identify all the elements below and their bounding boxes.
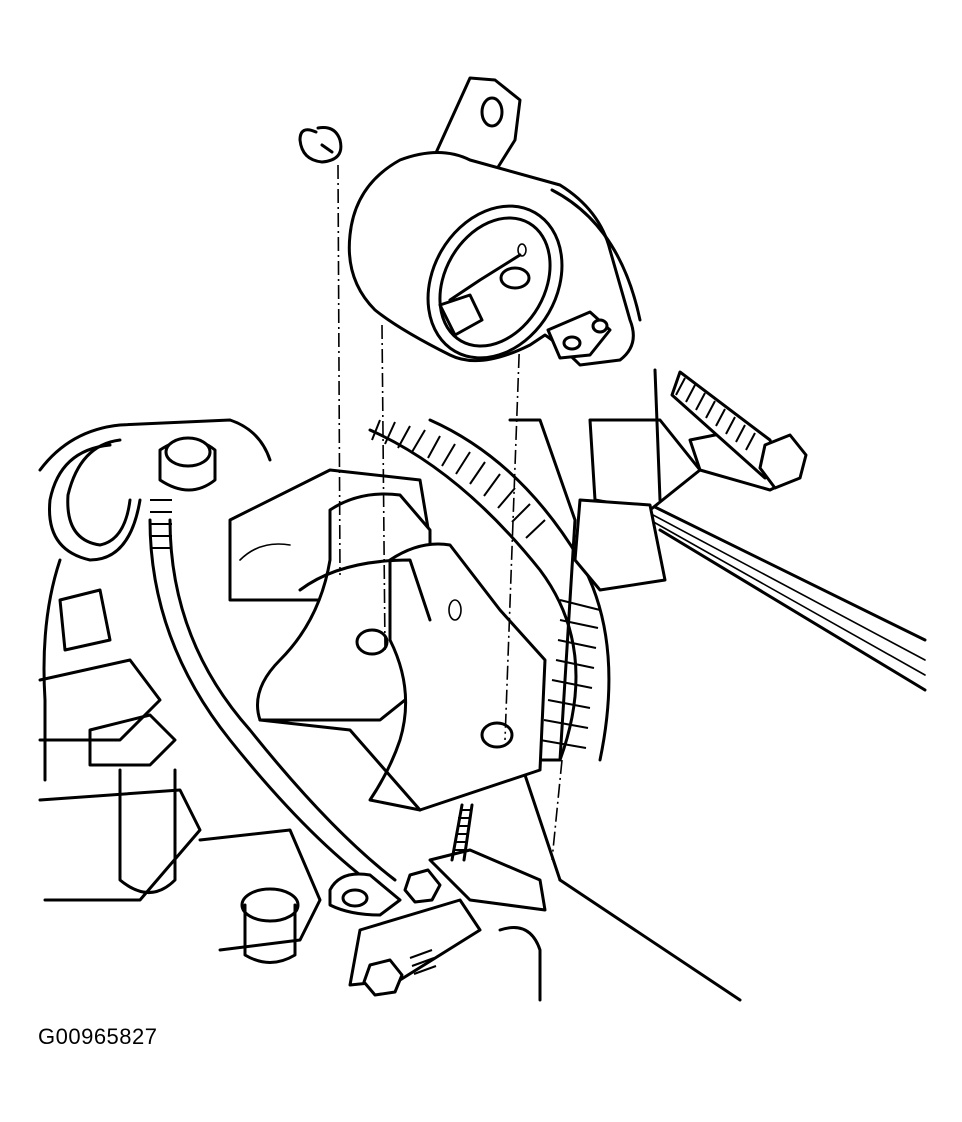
engine-block <box>38 418 432 964</box>
frame-rail <box>518 478 927 1002</box>
engine-bracket <box>256 492 547 812</box>
lower-stud <box>428 803 547 912</box>
transmission-mount <box>347 76 642 367</box>
figure-id-label: G00965827 <box>38 1024 158 1049</box>
ground-strap-assembly <box>328 868 542 1002</box>
alignment-leaders <box>337 164 563 861</box>
engine-mount-exploded-diagram <box>38 76 927 1002</box>
long-bolt <box>670 370 808 490</box>
retaining-clip <box>298 126 343 164</box>
cable-harness <box>48 438 397 892</box>
rail-bracket <box>573 368 792 592</box>
